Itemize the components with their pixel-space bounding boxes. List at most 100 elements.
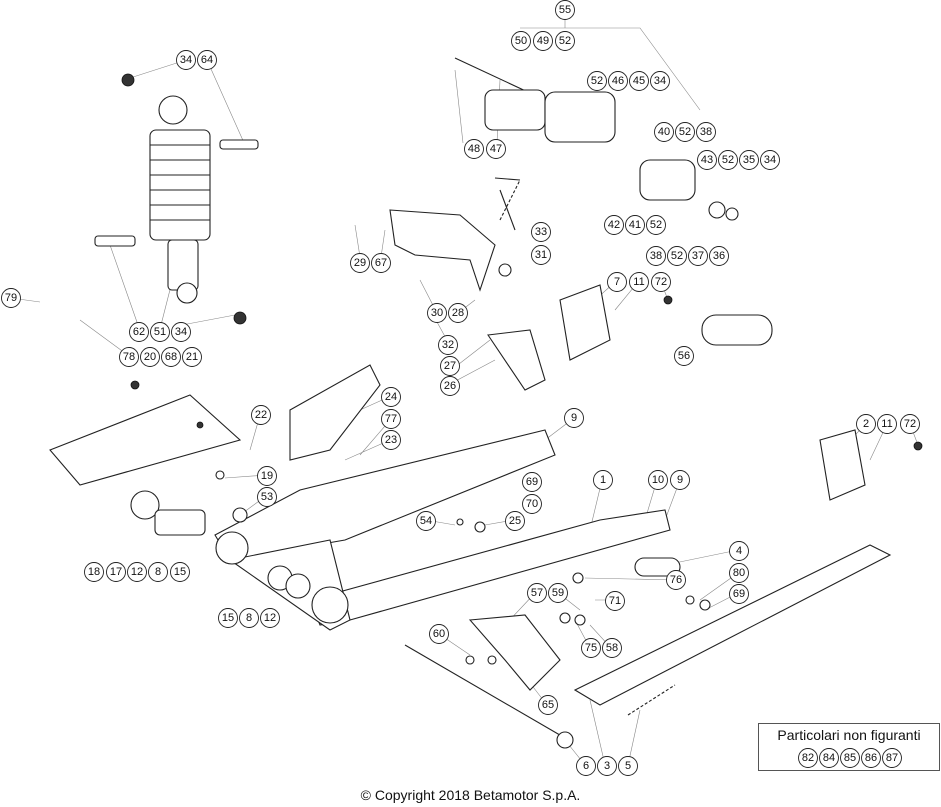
svg-text:87: 87: [886, 752, 898, 764]
callout-18: 18: [84, 562, 104, 582]
svg-text:41: 41: [629, 219, 641, 231]
non-shown-parts-callouts: 82 84 85 86 87: [798, 748, 902, 768]
callout-31: 31: [531, 245, 551, 265]
svg-text:85: 85: [844, 752, 856, 764]
svg-text:75: 75: [585, 642, 597, 654]
svg-text:72: 72: [655, 276, 667, 288]
plate-2: [819, 429, 866, 501]
svg-text:17: 17: [110, 566, 122, 578]
copyright-text: © Copyright 2018 Betamotor S.p.A.: [360, 787, 581, 803]
callout-26: 26: [440, 376, 460, 396]
spring-33: [499, 179, 521, 221]
svg-text:34: 34: [180, 54, 192, 66]
svg-text:38: 38: [650, 250, 662, 262]
callout-68: 68: [161, 347, 181, 367]
callout-52: 52: [555, 31, 575, 51]
rear-axle: [404, 644, 574, 749]
callout-40: 40: [654, 122, 674, 142]
callout-42: 42: [604, 215, 624, 235]
callout-72: 72: [900, 414, 920, 434]
callout-15: 15: [170, 562, 190, 582]
callout-50: 50: [511, 31, 531, 51]
svg-text:45: 45: [633, 75, 645, 87]
svg-text:76: 76: [670, 574, 682, 586]
callout-87: 87: [882, 748, 902, 768]
callout-11: 11: [629, 272, 649, 292]
svg-text:82: 82: [802, 752, 814, 764]
callout-25: 25: [505, 511, 525, 531]
callout-1: 1: [593, 470, 613, 490]
callout-85: 85: [840, 748, 860, 768]
chain-slider: [49, 394, 242, 486]
callout-84: 84: [819, 748, 839, 768]
svg-text:20: 20: [144, 351, 156, 363]
callout-45: 45: [629, 71, 649, 91]
callout-38: 38: [696, 122, 716, 142]
wheel-bearing-set: [130, 490, 311, 599]
svg-text:31: 31: [535, 249, 547, 261]
linkage-assembly: [454, 57, 739, 221]
svg-text:52: 52: [679, 126, 691, 138]
callout-64: 64: [197, 50, 217, 70]
svg-text:19: 19: [261, 470, 273, 482]
spring-5: [627, 684, 676, 716]
svg-text:52: 52: [722, 154, 734, 166]
callout-30: 30: [427, 303, 447, 323]
callout-34: 34: [650, 71, 670, 91]
svg-text:57: 57: [531, 587, 543, 599]
callout-12: 12: [127, 562, 147, 582]
callout-69: 69: [729, 584, 749, 604]
callout-21: 21: [182, 347, 202, 367]
callout-71: 71: [605, 591, 625, 611]
svg-text:5: 5: [625, 760, 631, 772]
svg-text:59: 59: [552, 587, 564, 599]
svg-text:67: 67: [375, 257, 387, 269]
callout-29: 29: [350, 253, 370, 273]
svg-text:51: 51: [154, 326, 166, 338]
callout-54: 54: [416, 511, 436, 531]
callout-67: 67: [371, 253, 391, 273]
svg-text:69: 69: [733, 588, 745, 600]
callout-65: 65: [538, 695, 558, 715]
callout-34: 34: [171, 322, 191, 342]
svg-text:80: 80: [733, 567, 745, 579]
svg-text:15: 15: [174, 566, 186, 578]
callout-82: 82: [798, 748, 818, 768]
callout-17: 17: [106, 562, 126, 582]
svg-text:35: 35: [743, 154, 755, 166]
callout-22: 22: [251, 405, 271, 425]
callout-62: 62: [129, 322, 149, 342]
svg-text:78: 78: [123, 351, 135, 363]
callout-76: 76: [666, 570, 686, 590]
svg-text:12: 12: [264, 612, 276, 624]
svg-text:15: 15: [222, 612, 234, 624]
callout-72: 72: [651, 272, 671, 292]
svg-text:4: 4: [736, 545, 742, 557]
svg-text:40: 40: [658, 126, 670, 138]
svg-text:7: 7: [614, 276, 620, 288]
svg-text:25: 25: [509, 515, 521, 527]
callout-38: 38: [646, 246, 666, 266]
callout-6: 6: [576, 756, 596, 776]
callout-8: 8: [148, 562, 168, 582]
callout-52: 52: [718, 150, 738, 170]
callout-78: 78: [119, 347, 139, 367]
chain-guard: [289, 364, 381, 461]
linkage-arm-56: [701, 314, 773, 346]
callout-36: 36: [709, 246, 729, 266]
callout-86: 86: [861, 748, 881, 768]
svg-text:11: 11: [881, 418, 892, 430]
svg-text:54: 54: [420, 515, 432, 527]
small-hardware: [121, 73, 923, 665]
svg-text:65: 65: [542, 699, 554, 711]
svg-text:60: 60: [433, 628, 445, 640]
chain-guide-bracket: [389, 177, 521, 292]
svg-text:79: 79: [5, 292, 17, 304]
svg-text:6: 6: [583, 760, 589, 772]
svg-text:52: 52: [650, 219, 662, 231]
svg-text:26: 26: [444, 380, 456, 392]
svg-text:27: 27: [444, 360, 456, 372]
svg-text:52: 52: [559, 35, 571, 47]
callout-77: 77: [381, 409, 401, 429]
svg-text:34: 34: [764, 154, 776, 166]
